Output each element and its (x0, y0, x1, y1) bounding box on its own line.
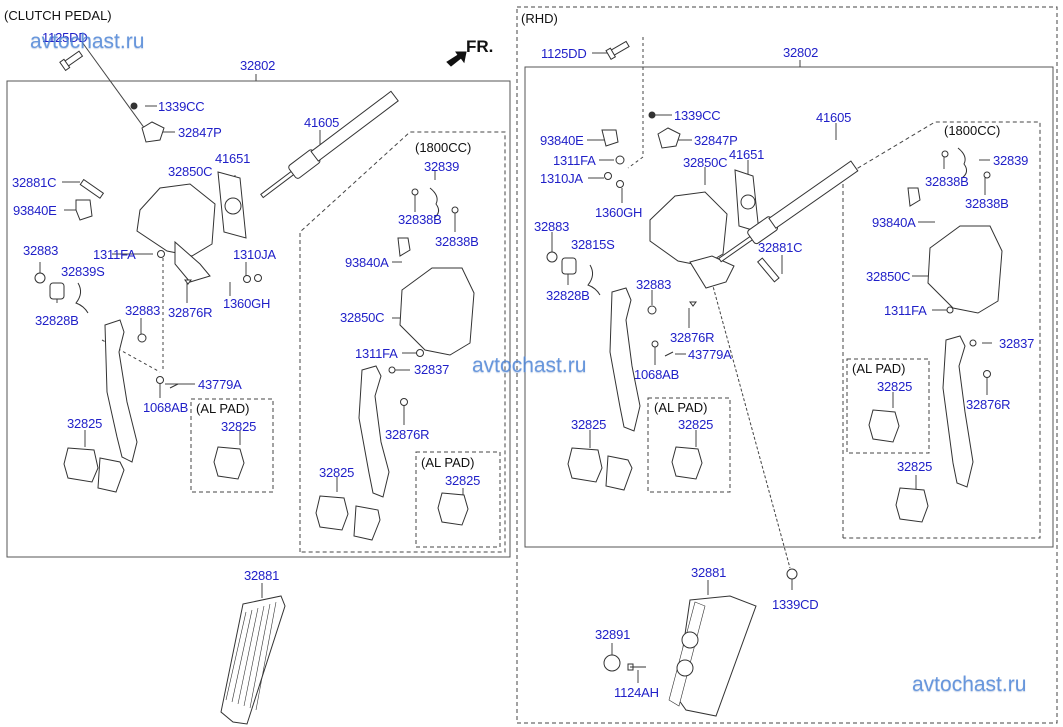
part-label-41605[interactable]: 41605 (304, 115, 340, 130)
rhd-al-pad-caption: (AL PAD) (654, 400, 708, 415)
rhd-part-label-32883-2[interactable]: 32883 (636, 277, 672, 292)
part-label-32839S[interactable]: 32839S (61, 264, 105, 279)
rhd-part-label-41605[interactable]: 41605 (816, 110, 852, 125)
rhd-part-label-1360GH[interactable]: 1360GH (595, 205, 643, 220)
part-label-32850C[interactable]: 32850C (168, 164, 213, 179)
right-rhd-frame (516, 6, 1058, 724)
part-label-32881[interactable]: 32881 (244, 568, 280, 583)
part-label-32881C[interactable]: 32881C (12, 175, 57, 190)
1800cc-caption: (1800CC) (415, 140, 472, 155)
watermark: avtochast.ru (472, 354, 587, 377)
part-label-32850C-2[interactable]: 32850C (340, 310, 385, 325)
part-label-32876R[interactable]: 32876R (168, 305, 213, 320)
rhd-part-label-32876R[interactable]: 32876R (670, 330, 715, 345)
rhd-part-label-1310JA[interactable]: 1310JA (540, 171, 583, 186)
part-label-1310JA[interactable]: 1310JA (233, 247, 276, 262)
rhd-part-label-32825-al-2[interactable]: 32825 (877, 379, 913, 394)
right-1800cc-frame (842, 121, 1041, 539)
part-label-43779A[interactable]: 43779A (198, 377, 242, 392)
front-arrow-icon (446, 51, 467, 67)
rhd-part-label-43779A[interactable]: 43779A (688, 347, 732, 362)
part-label-93840A[interactable]: 93840A (345, 255, 389, 270)
rhd-part-label-1124AH[interactable]: 1124AH (614, 685, 659, 700)
rhd-part-label-32876R-2[interactable]: 32876R (966, 397, 1011, 412)
part-label-32876R-2[interactable]: 32876R (385, 427, 430, 442)
rhd-part-label-32837[interactable]: 32837 (999, 336, 1035, 351)
part-label-32825-al-2[interactable]: 32825 (445, 473, 481, 488)
part-label-1311FA[interactable]: 1311FA (93, 247, 136, 262)
part-label-32883-2[interactable]: 32883 (125, 303, 161, 318)
left-al-pad-frame (190, 398, 274, 493)
part-label-93840E[interactable]: 93840E (13, 203, 57, 218)
rhd-part-label-32825-2[interactable]: 32825 (897, 459, 933, 474)
right-panel-title: (RHD) (521, 11, 558, 26)
part-label-32802[interactable]: 32802 (240, 58, 276, 73)
rhd-part-label-32891[interactable]: 32891 (595, 627, 631, 642)
left-al-pad-frame-2 (415, 451, 501, 548)
part-label-32838B[interactable]: 32838B (398, 212, 442, 227)
part-label-32825-2[interactable]: 32825 (319, 465, 355, 480)
rhd-part-label-32825[interactable]: 32825 (571, 417, 607, 432)
rhd-part-label-32815S[interactable]: 32815S (571, 237, 615, 252)
part-label-1360GH[interactable]: 1360GH (223, 296, 271, 311)
rhd-part-label-1311FA[interactable]: 1311FA (553, 153, 596, 168)
rhd-part-label-32838B-2[interactable]: 32838B (965, 196, 1009, 211)
part-label-32828B[interactable]: 32828B (35, 313, 79, 328)
part-label-41651[interactable]: 41651 (215, 151, 251, 166)
part-label-32838B-2[interactable]: 32838B (435, 234, 479, 249)
watermark: avtochast.ru (912, 673, 1027, 696)
part-label-32825-al[interactable]: 32825 (221, 419, 257, 434)
right-al-pad-frame (647, 397, 731, 493)
rhd-part-label-32825-al[interactable]: 32825 (678, 417, 714, 432)
rhd-part-label-32828B[interactable]: 32828B (546, 288, 590, 303)
rhd-part-label-93840A[interactable]: 93840A (872, 215, 916, 230)
left-assembly-frame (6, 80, 511, 558)
front-direction-label: FR. (466, 37, 494, 56)
part-label-32847P[interactable]: 32847P (178, 125, 222, 140)
rhd-part-label-32847P[interactable]: 32847P (694, 133, 738, 148)
part-label-1311FA-2[interactable]: 1311FA (355, 346, 398, 361)
rhd-part-label-32802[interactable]: 32802 (783, 45, 819, 60)
part-label-32883[interactable]: 32883 (23, 243, 59, 258)
rhd-part-label-41651[interactable]: 41651 (729, 147, 765, 162)
rhd-part-label-1311FA-2[interactable]: 1311FA (884, 303, 927, 318)
rhd-part-label-32839[interactable]: 32839 (993, 153, 1029, 168)
rhd-part-label-32850C[interactable]: 32850C (683, 155, 728, 170)
part-label-1339CC[interactable]: 1339CC (158, 99, 205, 114)
part-label-1125DD[interactable]: 1125DD (42, 30, 88, 45)
rhd-part-label-1068AB[interactable]: 1068AB (634, 367, 680, 382)
al-pad-caption-2: (AL PAD) (421, 455, 475, 470)
left-panel-title: (CLUTCH PEDAL) (4, 8, 112, 23)
part-label-32837[interactable]: 32837 (414, 362, 450, 377)
part-sketches (34, 40, 1003, 725)
rhd-part-label-1125DD[interactable]: 1125DD (541, 46, 587, 61)
rhd-part-label-32838B[interactable]: 32838B (925, 174, 969, 189)
rhd-part-label-1339CD[interactable]: 1339CD (772, 597, 819, 612)
rhd-part-label-32850C-2[interactable]: 32850C (866, 269, 911, 284)
right-al-pad-frame-2 (846, 358, 930, 454)
watermark: avtochast.ru (30, 30, 145, 53)
part-label-1068AB[interactable]: 1068AB (143, 400, 189, 415)
left-1800cc-frame (299, 131, 506, 553)
part-label-32825[interactable]: 32825 (67, 416, 103, 431)
part-label-32839[interactable]: 32839 (424, 159, 460, 174)
rhd-part-label-93840E[interactable]: 93840E (540, 133, 584, 148)
rhd-part-label-32883[interactable]: 32883 (534, 219, 570, 234)
rhd-1800cc-caption: (1800CC) (944, 123, 1001, 138)
rhd-al-pad-caption-2: (AL PAD) (852, 361, 906, 376)
rhd-part-label-32881C[interactable]: 32881C (758, 240, 803, 255)
rhd-part-label-32881[interactable]: 32881 (691, 565, 727, 580)
rhd-part-label-1339CC[interactable]: 1339CC (674, 108, 721, 123)
al-pad-caption: (AL PAD) (196, 401, 250, 416)
right-assembly-frame (524, 66, 1054, 548)
